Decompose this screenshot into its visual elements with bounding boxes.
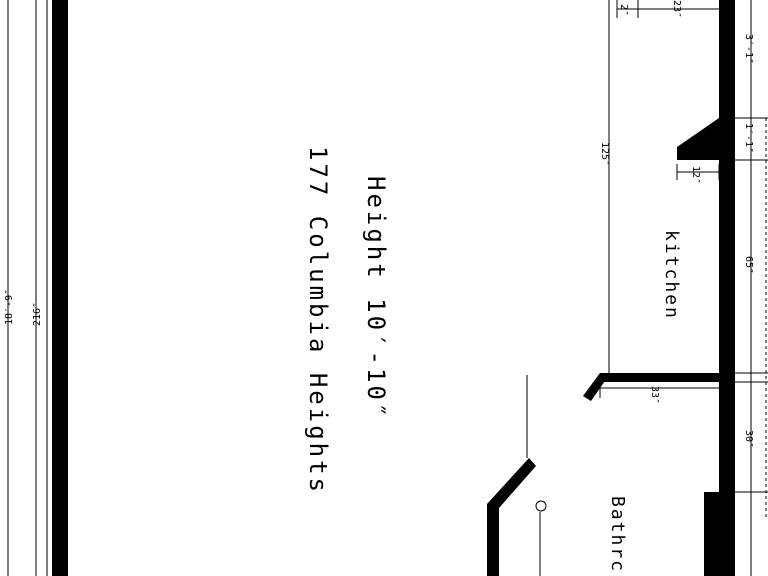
bathroom-label: Bathrc bbox=[607, 496, 628, 573]
partition-wall-end bbox=[583, 373, 607, 401]
drain-icon bbox=[535, 500, 547, 512]
inner-width-label: 216″ bbox=[32, 302, 43, 326]
right-low-label: 30″ bbox=[743, 430, 754, 448]
counter-depth-label: 12″ bbox=[690, 166, 701, 184]
partition-wall bbox=[600, 373, 719, 382]
right-wall bbox=[719, 0, 735, 576]
counter-depth-dimension: 12″ bbox=[676, 164, 720, 184]
kitchen-counter bbox=[677, 118, 719, 160]
long-span-dimension: 125″ bbox=[599, 0, 610, 373]
bathroom-angled-wall bbox=[487, 458, 536, 576]
left-wall bbox=[52, 0, 68, 576]
right-mid-label: 1′-1″ bbox=[743, 123, 754, 153]
address-label: 177 Columbia Heights bbox=[304, 146, 332, 495]
long-span-label: 125″ bbox=[599, 142, 610, 166]
kitchen-label: kitchen bbox=[661, 230, 682, 320]
top-left-dim-label: 2″ bbox=[618, 4, 629, 16]
top-mid-dim-label: 23″ bbox=[671, 0, 682, 18]
kitchen-length-label: 65″ bbox=[743, 256, 754, 274]
partition-label: 33″ bbox=[649, 386, 660, 404]
partition-dimension: 33″ bbox=[599, 386, 719, 404]
right-dimensions: 3′-1″ 1′-1″ 65″ 30″ bbox=[735, 0, 768, 576]
overall-dimension: 18′-9″ bbox=[4, 0, 15, 576]
top-dimensions: 2″ 23″ bbox=[616, 0, 719, 18]
right-top-label: 3′-1″ bbox=[743, 34, 754, 64]
height-label: Height 10′-10″ bbox=[362, 176, 390, 420]
right-wall-thick-section bbox=[704, 492, 735, 576]
inner-width-dimension: 216″ bbox=[32, 0, 48, 576]
overall-dimension-label: 18′-9″ bbox=[4, 289, 15, 325]
